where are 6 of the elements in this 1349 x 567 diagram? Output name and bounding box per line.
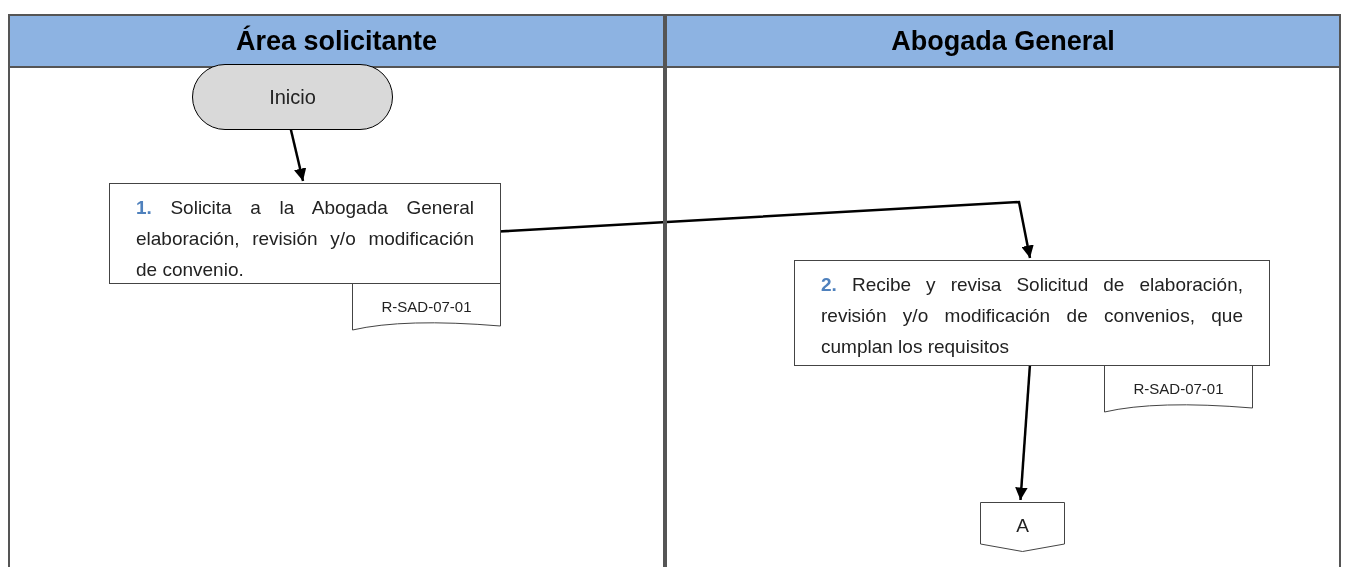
- start-terminator: Inicio: [192, 64, 393, 130]
- swimlane: [8, 14, 665, 567]
- offpage-connector: A: [980, 502, 1065, 552]
- lane-header: Área solicitante: [10, 16, 663, 68]
- swimlane: [665, 14, 1341, 567]
- lane-header: Abogada General: [667, 16, 1339, 68]
